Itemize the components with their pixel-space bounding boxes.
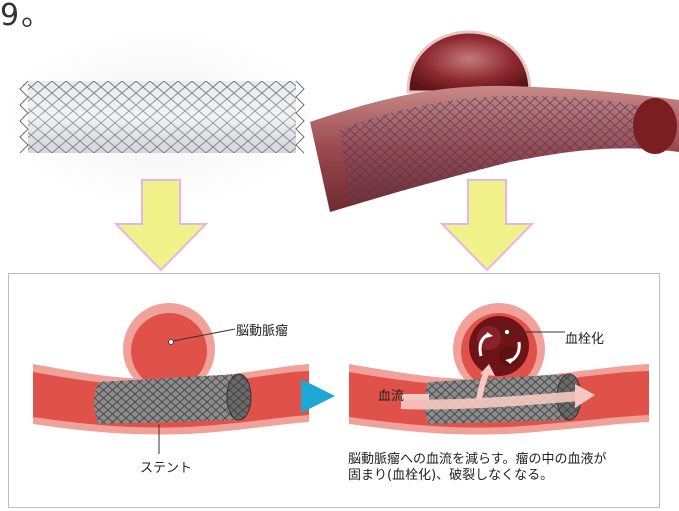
down-arrow-icon (438, 178, 536, 273)
right-vessel-diagram (349, 303, 649, 435)
blood-flow-label: 血流 (378, 385, 404, 404)
thrombosis-label: 血栓化 (565, 328, 604, 347)
down-arrow-icon (112, 178, 210, 273)
explanation-caption: 脳動脈瘤への血流を減らす。瘤の中の血液が 固まり(血栓化)、破裂しなくなる。 (348, 452, 648, 484)
stent-label: ステント (140, 457, 192, 476)
caption-line-1: 脳動脈瘤への血流を減らす。瘤の中の血液が (348, 452, 648, 468)
aneurysm-label: 脳動脈瘤 (236, 320, 288, 339)
top-text-fragment: 9。 (0, 0, 53, 34)
caption-line-2: 固まり(血栓化)、破裂しなくなる。 (348, 468, 648, 484)
play-arrow-icon (301, 379, 335, 413)
